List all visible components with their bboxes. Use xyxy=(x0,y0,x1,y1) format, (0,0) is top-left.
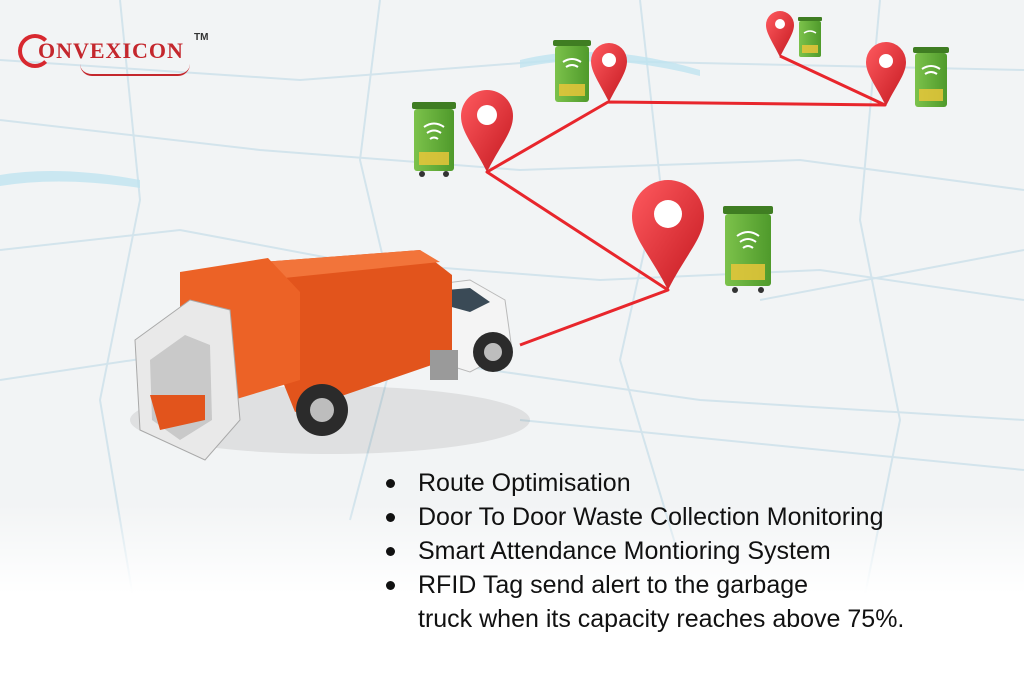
brand-logo: ONVEXICON TM xyxy=(18,30,218,76)
logo-c-ring xyxy=(18,34,52,68)
feature-item: Smart Attendance Montioring System xyxy=(386,534,904,568)
bullet-icon xyxy=(386,547,395,556)
garbage-truck-icon xyxy=(130,250,530,461)
logo-text: ONVEXICON xyxy=(38,38,184,63)
feature-text: Smart Attendance Montioring System xyxy=(418,537,831,565)
route-line xyxy=(485,54,887,347)
logo-swoosh xyxy=(80,64,190,76)
smart-bin-icon xyxy=(723,206,773,293)
feature-list: Route Optimisation Door To Door Waste Co… xyxy=(386,466,904,636)
smart-bin-icon xyxy=(412,102,456,177)
map-pin-icon xyxy=(461,90,513,172)
map-pin-icon xyxy=(866,42,906,106)
bullet-icon xyxy=(386,581,395,590)
logo-trademark: TM xyxy=(194,32,209,43)
map-pin-icon xyxy=(766,11,794,57)
feature-item: RFID Tag send alert to the garbage truck… xyxy=(386,568,904,636)
bullet-icon xyxy=(386,513,395,522)
feature-item: Route Optimisation xyxy=(386,466,904,500)
bullet-icon xyxy=(386,479,395,488)
feature-item: Door To Door Waste Collection Monitoring xyxy=(386,500,904,534)
feature-text: Door To Door Waste Collection Monitoring xyxy=(418,503,884,531)
map-pin-icon xyxy=(632,180,704,290)
feature-text-continuation: truck when its capacity reaches above 75… xyxy=(418,605,905,633)
map-pin-icon xyxy=(591,43,627,102)
smart-bin-icon xyxy=(553,40,591,102)
feature-text: Route Optimisation xyxy=(418,469,631,497)
smart-bin-icon xyxy=(798,17,822,57)
feature-text: RFID Tag send alert to the garbage xyxy=(418,571,809,599)
smart-bin-icon xyxy=(913,47,949,107)
